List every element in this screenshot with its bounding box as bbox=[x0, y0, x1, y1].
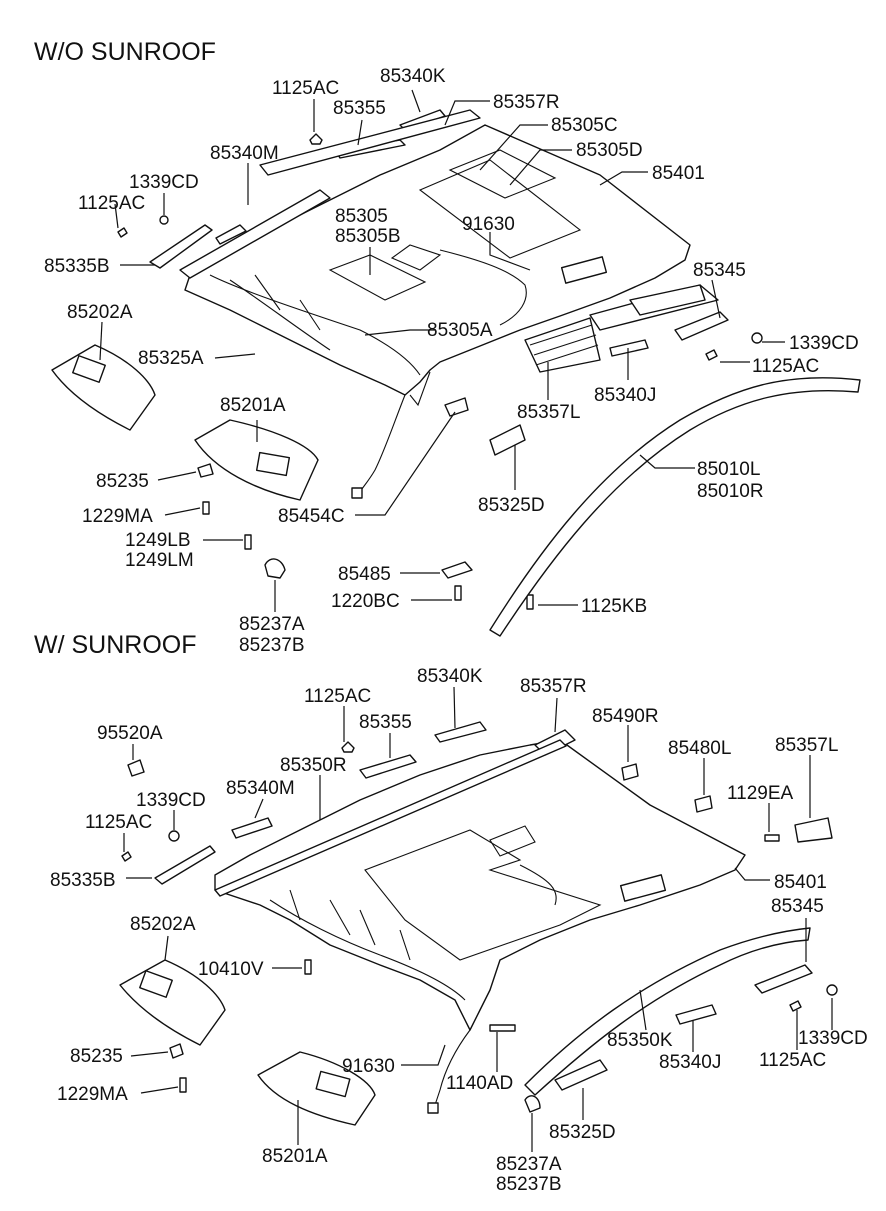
label-85235: 85235 bbox=[70, 1046, 123, 1067]
label-85350K: 85350K bbox=[607, 1030, 673, 1051]
label-85401: 85401 bbox=[774, 872, 827, 893]
label-85357R: 85357R bbox=[493, 92, 560, 113]
label-85490R: 85490R bbox=[592, 706, 659, 727]
label-1339CD: 1339CD bbox=[136, 790, 206, 811]
label-85305: 85305 bbox=[335, 206, 388, 227]
label-85335B: 85335B bbox=[44, 256, 110, 277]
label-85357L: 85357L bbox=[517, 402, 580, 423]
label-1229MA: 1229MA bbox=[82, 506, 153, 527]
section-title-with-sunroof: W/ SUNROOF bbox=[34, 631, 197, 659]
label-85237A: 85237A bbox=[239, 614, 305, 635]
label-1125AC: 1125AC bbox=[85, 812, 152, 833]
label-1339CD: 1339CD bbox=[798, 1028, 868, 1049]
label-85340J: 85340J bbox=[659, 1052, 721, 1073]
label-85401: 85401 bbox=[652, 163, 705, 184]
headliner-no-sunroof bbox=[184, 124, 691, 499]
label-1140AD: 1140AD bbox=[446, 1073, 513, 1094]
label-85350R: 85350R bbox=[280, 755, 347, 776]
label-95520A: 95520A bbox=[97, 723, 163, 744]
label-85202A: 85202A bbox=[67, 302, 133, 323]
label-85340J: 85340J bbox=[594, 385, 656, 406]
label-1229MA: 1229MA bbox=[57, 1084, 128, 1105]
label-85355: 85355 bbox=[333, 98, 386, 119]
label-85235: 85235 bbox=[96, 471, 149, 492]
section-title-no-sunroof: W/O SUNROOF bbox=[34, 38, 216, 66]
label-85340M: 85340M bbox=[210, 143, 279, 164]
top-leaders bbox=[99, 89, 785, 612]
label-91630: 91630 bbox=[462, 214, 515, 235]
top-labels: 1125AC 85340K 85355 85357R 85305C 85305D… bbox=[44, 66, 859, 656]
label-1249LB: 1249LB bbox=[125, 530, 191, 551]
bottom-small-parts bbox=[119, 721, 838, 1126]
label-85305A: 85305A bbox=[427, 320, 493, 341]
label-85305B: 85305B bbox=[335, 226, 401, 247]
label-91630: 91630 bbox=[342, 1056, 395, 1077]
label-85237B: 85237B bbox=[496, 1174, 562, 1195]
label-85010L: 85010L bbox=[697, 459, 760, 480]
label-85237A: 85237A bbox=[496, 1154, 562, 1175]
label-85305D: 85305D bbox=[576, 140, 643, 161]
label-85345: 85345 bbox=[771, 896, 824, 917]
top-small-parts bbox=[51, 109, 861, 637]
label-85201A: 85201A bbox=[220, 395, 286, 416]
label-1129EA: 1129EA bbox=[727, 783, 794, 804]
label-85355: 85355 bbox=[359, 712, 412, 733]
label-1339CD: 1339CD bbox=[129, 172, 199, 193]
label-85357R: 85357R bbox=[520, 676, 587, 697]
label-85340K: 85340K bbox=[417, 666, 483, 687]
label-85201A: 85201A bbox=[262, 1146, 328, 1167]
label-1125KB: 1125KB bbox=[581, 596, 647, 617]
label-85357L: 85357L bbox=[775, 735, 838, 756]
label-85010R: 85010R bbox=[697, 481, 764, 502]
label-1125AC: 1125AC bbox=[78, 193, 145, 214]
label-85485: 85485 bbox=[338, 564, 391, 585]
label-85454C: 85454C bbox=[278, 506, 345, 527]
label-85345: 85345 bbox=[693, 260, 746, 281]
headliner-with-sunroof bbox=[214, 739, 746, 1114]
label-85325D: 85325D bbox=[549, 1122, 616, 1143]
label-1249LM: 1249LM bbox=[125, 550, 194, 571]
bottom-labels: 85340K 85357R 1125AC 85355 85490R 95520A… bbox=[50, 666, 868, 1195]
label-1125AC: 1125AC bbox=[759, 1050, 826, 1071]
label-1125AC: 1125AC bbox=[272, 78, 339, 99]
label-10410V: 10410V bbox=[198, 959, 264, 980]
label-85480L: 85480L bbox=[668, 738, 731, 759]
label-1125AC: 1125AC bbox=[752, 356, 819, 377]
label-85202A: 85202A bbox=[130, 914, 196, 935]
label-1339CD: 1339CD bbox=[789, 333, 859, 354]
label-85335B: 85335B bbox=[50, 870, 116, 891]
label-85237B: 85237B bbox=[239, 635, 305, 656]
label-85340K: 85340K bbox=[380, 66, 446, 87]
label-1220BC: 1220BC bbox=[331, 591, 400, 612]
label-85325D: 85325D bbox=[478, 495, 545, 516]
bottom-leaders bbox=[123, 686, 833, 1152]
label-1125AC: 1125AC bbox=[304, 686, 371, 707]
label-85325A: 85325A bbox=[138, 348, 204, 369]
label-85305C: 85305C bbox=[551, 115, 618, 136]
label-85340M: 85340M bbox=[226, 778, 295, 799]
